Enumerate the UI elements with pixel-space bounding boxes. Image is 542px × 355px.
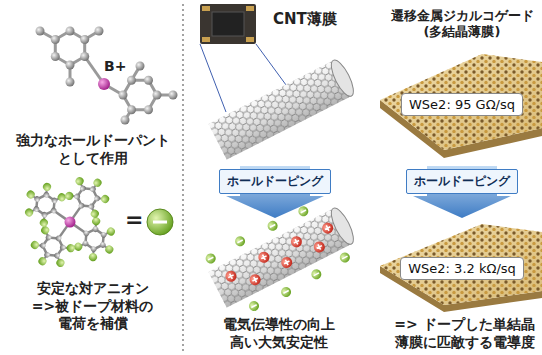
illustration-part (119, 91, 128, 100)
resistance-box: WSe2: 95 GΩ/sq (401, 93, 523, 116)
illustration-part (36, 27, 178, 125)
box-text: WSe2: 3.2 kΩ/sq (408, 258, 516, 279)
illustration-part (209, 208, 352, 307)
illustration-part (202, 37, 210, 42)
illustration-part (51, 35, 60, 44)
illustration-part (127, 105, 136, 114)
illustration-part (24, 215, 83, 276)
box-text: ホールドーピング (414, 170, 510, 193)
illustration-part (57, 168, 116, 229)
doped-nanotube (200, 189, 365, 323)
illustration-part (212, 12, 244, 36)
illustration-part (207, 201, 349, 317)
illustration-part (16, 176, 77, 235)
resistance-box: WSe2: 3.2 kΩ/sq (400, 257, 524, 280)
cation-label: B+ (104, 58, 126, 74)
illustration-part (144, 76, 153, 85)
nanotube (209, 57, 358, 159)
illustration-part (80, 35, 89, 44)
illustration-part (80, 52, 89, 61)
cation-molecule (36, 27, 178, 125)
illustration-part (226, 221, 338, 292)
tmd-film (380, 224, 542, 312)
illustration-part (203, 196, 353, 323)
illustration-part (380, 224, 542, 305)
box-text: WSe2: 95 GΩ/sq (409, 94, 515, 115)
panel-title: CNT薄膜 (273, 10, 337, 29)
illustration-part (51, 52, 60, 61)
illustration-part (153, 221, 167, 224)
illustration-part (209, 208, 352, 307)
illustration-part (202, 6, 210, 11)
illustration-part (121, 116, 130, 125)
illustration-part (147, 209, 173, 235)
illustration-part (144, 105, 153, 114)
illustration-part (226, 221, 338, 292)
illustration-part (66, 78, 75, 87)
equals-sign: = (125, 207, 143, 232)
caption-text: => ドープした単結晶 薄膜に匹敵する電導度 (393, 316, 536, 351)
illustration-part (65, 217, 76, 228)
illustration-part (256, 44, 289, 89)
caption-text: 電気伝導性の向上 高い大気安定性 (221, 316, 336, 351)
illustration-part (327, 57, 358, 99)
illustration-part (200, 44, 226, 112)
illustration-part (246, 6, 254, 11)
illustration-part (223, 218, 341, 296)
illustration-part (36, 27, 45, 36)
illustration-part (40, 31, 173, 120)
illustration-part (55, 31, 84, 65)
doping-label-box: ホールドーピング (406, 169, 518, 194)
illustration-part (207, 201, 349, 317)
caption-text: 安定な対アニオン =>被ドープ材料の 電荷を補償 (30, 280, 155, 333)
panel-title: 遷移金属ジカルコゲード (多結晶薄膜) (389, 8, 535, 41)
illustration-part (169, 91, 178, 100)
illustration-part (202, 6, 254, 42)
illustration-part (380, 224, 542, 305)
doping-label-box: ホールドーピング (219, 169, 331, 194)
illustration-part (246, 37, 254, 42)
anion-symbol (147, 209, 173, 235)
illustration-part (127, 76, 136, 85)
illustration-part (380, 54, 542, 150)
illustration-part (123, 80, 157, 109)
separator (182, 4, 183, 351)
illustration-part (209, 60, 352, 159)
illustration-part (66, 61, 75, 70)
illustration-part (200, 4, 256, 44)
illustration-part (380, 54, 542, 150)
illustration-part (209, 60, 352, 159)
illustration-part (98, 78, 110, 90)
tmd-film (380, 54, 542, 158)
illustration-part (95, 27, 104, 36)
illustration-part (153, 91, 162, 100)
anion-cluster (16, 168, 124, 276)
illustration-part (136, 62, 145, 71)
caption-text: 強力なホールドーパント として作用 (14, 132, 171, 167)
box-text: ホールドーピング (227, 170, 323, 193)
illustration-part (66, 27, 75, 36)
illustration-part (63, 209, 124, 268)
